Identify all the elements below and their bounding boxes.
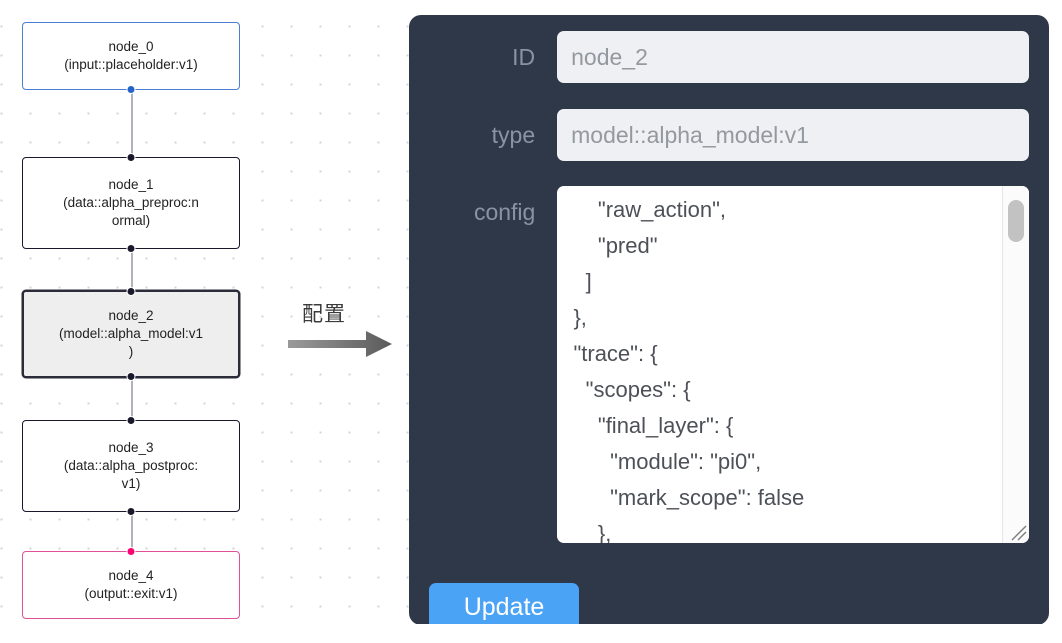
node-label-line2: (input::placeholder:v1)	[64, 57, 198, 72]
flow-node-node_3[interactable]: node_3 (data::alpha_postproc: v1)	[22, 416, 240, 516]
node-config-panel: ID type config "raw_action", "pred" ] },…	[409, 15, 1049, 631]
viewport-bottom-edge	[0, 624, 1062, 643]
resize-handle-icon[interactable]	[1006, 520, 1028, 542]
node-label-line3: v1)	[121, 476, 141, 491]
id-input[interactable]	[557, 31, 1029, 83]
node-label-line1: node_4	[108, 568, 154, 583]
type-field-row: type	[429, 109, 1029, 161]
node-label-line1: node_2	[108, 308, 154, 323]
node-label-line2: (model::alpha_model:v1	[58, 326, 204, 341]
node-label-line3: ormal)	[111, 213, 151, 228]
node-label-line3: )	[128, 344, 134, 359]
flow-node-node_1[interactable]: node_1 (data::alpha_preproc:n ormal)	[22, 153, 240, 253]
config-scrollbar-thumb[interactable]	[1008, 200, 1024, 242]
node-handle-target[interactable]	[126, 153, 136, 162]
node-label-line1: node_0	[108, 39, 154, 54]
node-label-line2: (data::alpha_postproc:	[63, 458, 199, 473]
node-handle-target[interactable]	[126, 416, 136, 425]
config-textarea[interactable]: "raw_action", "pred" ] }, "trace": { "sc…	[573, 197, 805, 543]
node-label-line1: node_1	[108, 177, 154, 192]
node-handle-source[interactable]	[126, 244, 136, 253]
node-handle-source[interactable]	[126, 372, 136, 381]
flow-node-node_0[interactable]: node_0 (input::placeholder:v1)	[22, 22, 240, 94]
flow-node-node_2[interactable]: node_2 (model::alpha_model:v1 )	[22, 287, 240, 381]
config-textarea-wrapper: "raw_action", "pred" ] }, "trace": { "sc…	[557, 186, 1029, 543]
flow-node-node_4[interactable]: node_4 (output::exit:v1)	[22, 547, 240, 619]
config-field-label: config	[473, 199, 536, 225]
node-label-line1: node_3	[108, 440, 154, 455]
node-handle-source[interactable]	[126, 507, 136, 516]
edge-node1-node2	[131, 249, 133, 291]
node-label-line2: (data::alpha_preproc:n	[63, 195, 199, 210]
config-field-row: config "raw_action", "pred" ] }, "trace"…	[429, 186, 1029, 543]
configure-annotation: 配置	[288, 298, 396, 358]
node-label-line2: (output::exit:v1)	[84, 586, 178, 601]
type-input[interactable]	[557, 109, 1029, 161]
node-handle-target[interactable]	[126, 547, 136, 556]
edge-node0-node1	[131, 88, 133, 158]
id-field-label: ID	[512, 44, 536, 70]
edge-node2-node3	[131, 377, 133, 419]
type-field-label: type	[491, 122, 536, 148]
right-arrow-icon	[288, 331, 392, 357]
node-handle-target[interactable]	[126, 287, 136, 296]
edge-node3-node4	[131, 511, 133, 551]
update-button[interactable]: Update	[429, 583, 579, 631]
config-scrollbar[interactable]	[1002, 186, 1029, 543]
arrow-label: 配置	[302, 302, 346, 326]
node-handle-source[interactable]	[126, 85, 136, 94]
id-field-row: ID	[429, 31, 1029, 83]
